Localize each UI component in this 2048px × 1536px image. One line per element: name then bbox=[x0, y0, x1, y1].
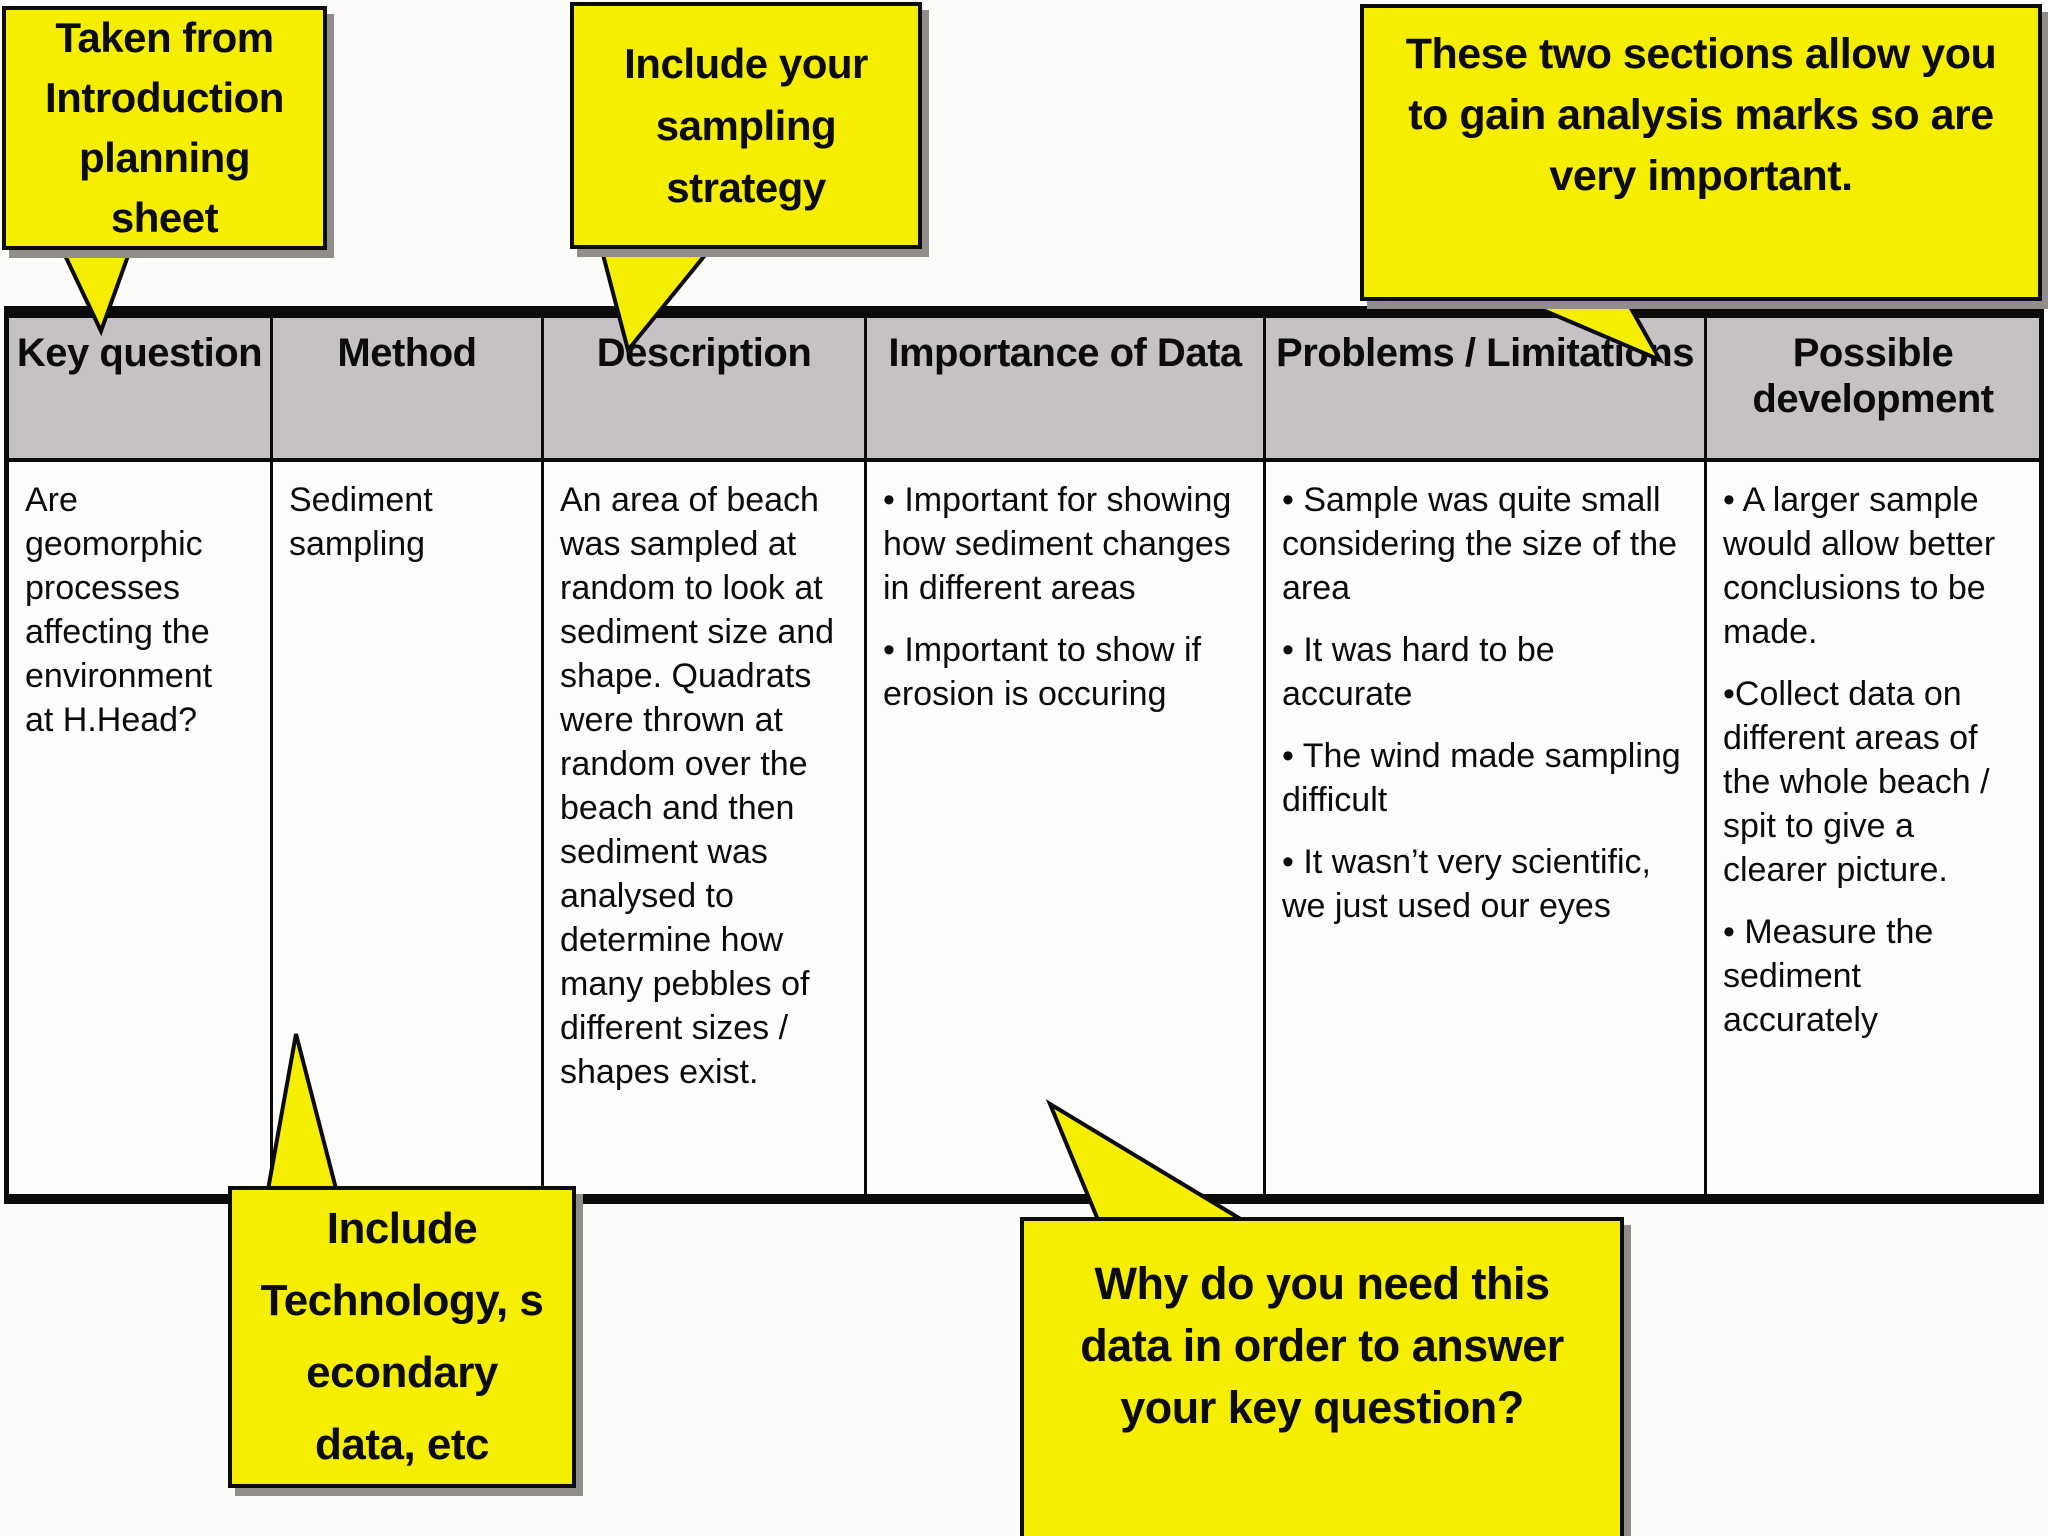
problems-bullet: • Sample was quite small considering the… bbox=[1282, 481, 1678, 607]
cell-method: Sediment sampling bbox=[270, 462, 541, 1194]
cell-description: An area of beach was sampled at random t… bbox=[541, 462, 864, 1194]
method-text: Sediment sampling bbox=[289, 481, 433, 563]
development-bullet: • Measure the sediment accurately bbox=[1723, 913, 1934, 1039]
col-header-problems: Problems / Limitations bbox=[1263, 318, 1704, 462]
callout-include-technology: Include Technology, s econdary data, etc bbox=[228, 1186, 576, 1488]
callout-text: These two sections allow you to gain ana… bbox=[1405, 30, 1997, 200]
callout-sampling-strategy: Include your sampling strategy bbox=[570, 2, 922, 249]
cell-problems: • Sample was quite small considering the… bbox=[1263, 462, 1704, 1194]
col-header-importance: Importance of Data bbox=[864, 318, 1263, 462]
development-bullet: •Collect data on different areas of the … bbox=[1723, 675, 1990, 889]
importance-bullet: • Important to show if erosion is occuri… bbox=[883, 631, 1202, 713]
callout-text: Include Technology, s econdary data, etc bbox=[260, 1204, 544, 1469]
cell-key-question: Are geomorphic processes affecting the e… bbox=[9, 462, 270, 1194]
callout-text: Taken from Introduction planning sheet bbox=[45, 14, 284, 241]
problems-bullet: • It wasn’t very scientific, we just use… bbox=[1282, 843, 1652, 925]
cell-development: • A larger sample would allow better con… bbox=[1704, 462, 2039, 1194]
callout-taken-from-intro: Taken from Introduction planning sheet bbox=[2, 6, 327, 250]
col-header-description: Description bbox=[541, 318, 864, 462]
key-question-text: Are geomorphic processes affecting the e… bbox=[25, 481, 213, 739]
development-bullet: • A larger sample would allow better con… bbox=[1723, 481, 1996, 651]
col-header-method: Method bbox=[270, 318, 541, 462]
description-text: An area of beach was sampled at random t… bbox=[560, 481, 835, 1091]
problems-bullet: • The wind made sampling difficult bbox=[1282, 737, 1681, 819]
col-header-development: Possible development bbox=[1704, 318, 2039, 462]
problems-bullet: • It was hard to be accurate bbox=[1282, 631, 1555, 713]
callout-why-data: Why do you need this data in order to an… bbox=[1020, 1217, 1624, 1536]
callout-text: Why do you need this data in order to an… bbox=[1080, 1258, 1564, 1433]
callout-analysis-marks: These two sections allow you to gain ana… bbox=[1360, 4, 2042, 301]
importance-bullet: • Important for showing how sediment cha… bbox=[883, 481, 1232, 607]
cell-importance: • Important for showing how sediment cha… bbox=[864, 462, 1263, 1194]
methods-table: Key question Method Description Importan… bbox=[4, 306, 2044, 1204]
callout-text: Include your sampling strategy bbox=[624, 39, 868, 211]
col-header-key-question: Key question bbox=[9, 318, 270, 462]
